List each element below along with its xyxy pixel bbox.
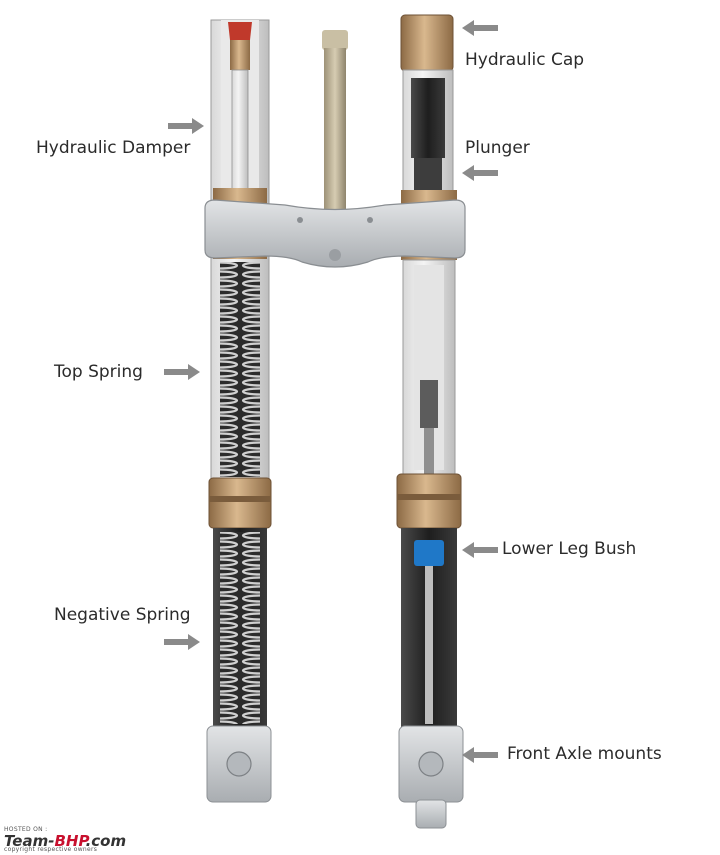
steering-stem: [322, 30, 348, 220]
left-fork-leg: [206, 19, 272, 803]
label-hydraulic-cap: Hydraulic Cap: [465, 50, 585, 70]
arrow-hydraulic-damper-icon: [168, 118, 204, 134]
label-plunger: Plunger: [465, 138, 530, 158]
label-lower-leg-bush: Lower Leg Bush: [502, 539, 637, 559]
arrow-front-axle-mounts-icon: [462, 747, 498, 763]
right-fork-leg: [396, 14, 464, 829]
watermark-site-prefix: Team-: [4, 832, 55, 850]
watermark-hosted-on: HOSTED ON :: [4, 826, 48, 833]
arrow-lower-leg-bush-icon: [462, 542, 498, 558]
arrow-negative-spring-icon: [164, 634, 200, 650]
watermark-site: Team-BHP.com: [4, 832, 126, 850]
arrow-hydraulic-cap-icon: [462, 20, 498, 36]
arrow-plunger-icon: [462, 165, 498, 181]
watermark: HOSTED ON : Team-BHP.com copyright respe…: [2, 826, 152, 853]
watermark-site-accent: BHP: [54, 832, 86, 850]
triple-clamp: [204, 199, 466, 268]
watermark-tagline: copyright respective owners: [4, 846, 98, 853]
label-top-spring: Top Spring: [54, 362, 143, 382]
label-hydraulic-damper: Hydraulic Damper: [36, 138, 191, 158]
arrow-top-spring-icon: [164, 364, 200, 380]
label-front-axle-mounts: Front Axle mounts: [507, 744, 662, 764]
watermark-site-suffix: .com: [85, 832, 127, 850]
label-negative-spring: Negative Spring: [54, 605, 191, 625]
